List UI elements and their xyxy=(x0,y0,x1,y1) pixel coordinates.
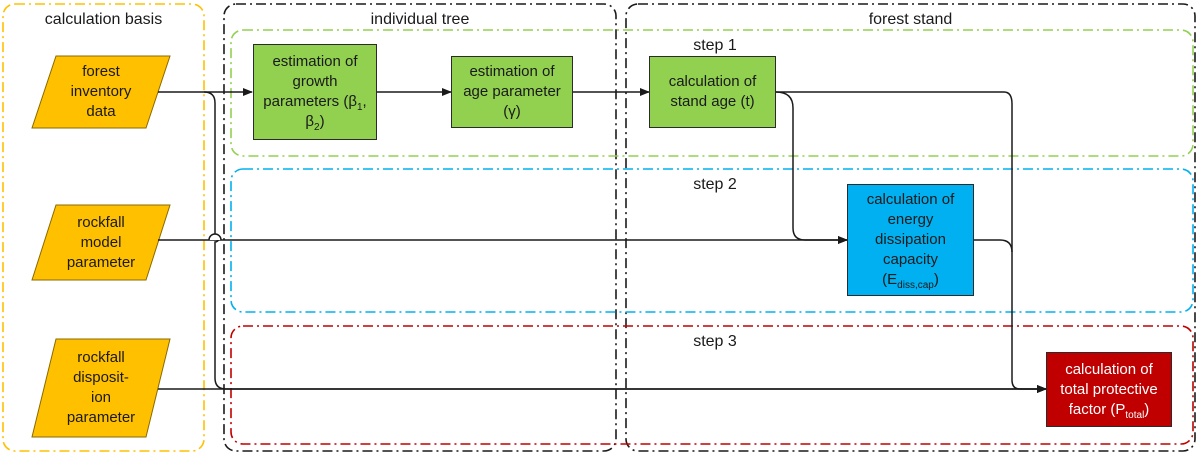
input-rockfall-model-shape xyxy=(31,204,171,281)
energy-symbol-text: (E xyxy=(882,271,898,288)
panel-calculation-basis xyxy=(2,3,205,452)
input-forest-inventory-shape xyxy=(31,55,171,129)
energy-symbol-sub: diss,cap xyxy=(897,280,934,291)
input-rockfall-disposition-line-4: parameter xyxy=(66,409,136,426)
arrow-stand-to-energy xyxy=(775,91,848,244)
step-2-title: step 2 xyxy=(693,176,737,193)
input-rockfall-disposition-line-2: disposit- xyxy=(73,369,129,386)
node-growth-line-1: estimation of xyxy=(272,53,358,70)
input-rockfall-disposition-line-3: ion xyxy=(90,389,112,406)
node-total-protective-factor: calculation of total protective factor (… xyxy=(1046,352,1172,427)
node-growth-line-4: β2) xyxy=(305,112,325,133)
input-rockfall-model-line-1: rockfall xyxy=(77,213,125,231)
panel-individual-tree xyxy=(223,3,617,452)
node-stand-age: calculation of stand age (t) xyxy=(649,56,776,128)
band-step-1 xyxy=(230,29,1194,157)
step-3-title: step 3 xyxy=(693,333,737,350)
growth-beta-2-sub: 2 xyxy=(314,122,320,133)
input-rockfall-disposition-line-1: rockfall xyxy=(77,349,125,366)
line-energy-to-protective xyxy=(974,239,1013,253)
node-age-line-2: age parameter xyxy=(463,83,561,100)
growth-beta-2-text: β xyxy=(305,113,315,130)
input-rockfall-model-line-3: parameter xyxy=(66,253,136,271)
node-growth-line-3: parameters (β1, xyxy=(263,92,367,113)
input-rockfall-model-line-2: model xyxy=(80,233,122,251)
node-energy-line-2: energy xyxy=(887,211,934,228)
growth-beta-1-sub: 1 xyxy=(356,102,363,113)
node-stand-age-line-2: stand age (t) xyxy=(670,93,755,110)
node-growth-parameters: estimation of growth parameters (β1, β2) xyxy=(253,44,377,140)
growth-beta-1-text: parameters (β xyxy=(263,93,357,110)
panel-forest-stand xyxy=(625,3,1196,452)
input-rockfall-model: rockfall model parameter xyxy=(40,205,162,280)
energy-symbol-tail: ) xyxy=(933,271,939,288)
node-age-line-1: estimation of xyxy=(469,63,555,80)
band-step-2 xyxy=(230,168,1194,313)
panel-title-calculation-basis: calculation basis xyxy=(44,11,163,28)
panel-title-forest-stand: forest stand xyxy=(868,11,953,28)
input-rockfall-disposition-shape xyxy=(31,338,171,438)
node-energy-dissipation: calculation of energy dissipation capaci… xyxy=(847,184,974,296)
growth-beta-2-tail: ) xyxy=(319,113,325,130)
panel-title-individual-tree: individual tree xyxy=(370,11,470,28)
node-age-line-3: (γ) xyxy=(503,103,521,120)
protective-symbol-tail: ) xyxy=(1144,400,1150,418)
growth-beta-1-tail: , xyxy=(362,93,367,110)
node-growth-line-2: growth xyxy=(292,73,338,90)
step-1-title: step 1 xyxy=(693,37,737,54)
input-forest-inventory: forest inventory data xyxy=(40,56,162,128)
input-forest-inventory-line-2: inventory xyxy=(70,83,132,100)
node-protective-line-2: total protective xyxy=(1060,380,1158,398)
line-jump xyxy=(208,233,222,241)
band-step-3 xyxy=(230,325,1194,445)
node-energy-line-4: capacity xyxy=(882,251,939,268)
protective-symbol-text: factor (P xyxy=(1068,400,1126,418)
node-age-parameter: estimation of age parameter (γ) xyxy=(451,56,573,128)
node-energy-line-5: (Ediss,cap) xyxy=(882,270,939,291)
node-energy-line-1: calculation of xyxy=(866,191,955,208)
input-forest-inventory-line-3: data xyxy=(86,103,116,120)
protective-symbol-sub: total xyxy=(1125,409,1145,421)
node-energy-line-3: dissipation xyxy=(875,231,946,248)
node-stand-age-line-1: calculation of xyxy=(668,73,757,90)
input-rockfall-disposition: rockfall disposit- ion parameter xyxy=(40,339,162,437)
node-protective-line-3: factor (Ptotal) xyxy=(1068,400,1150,421)
node-protective-line-1: calculation of xyxy=(1065,360,1153,378)
input-forest-inventory-line-1: forest xyxy=(82,63,120,80)
